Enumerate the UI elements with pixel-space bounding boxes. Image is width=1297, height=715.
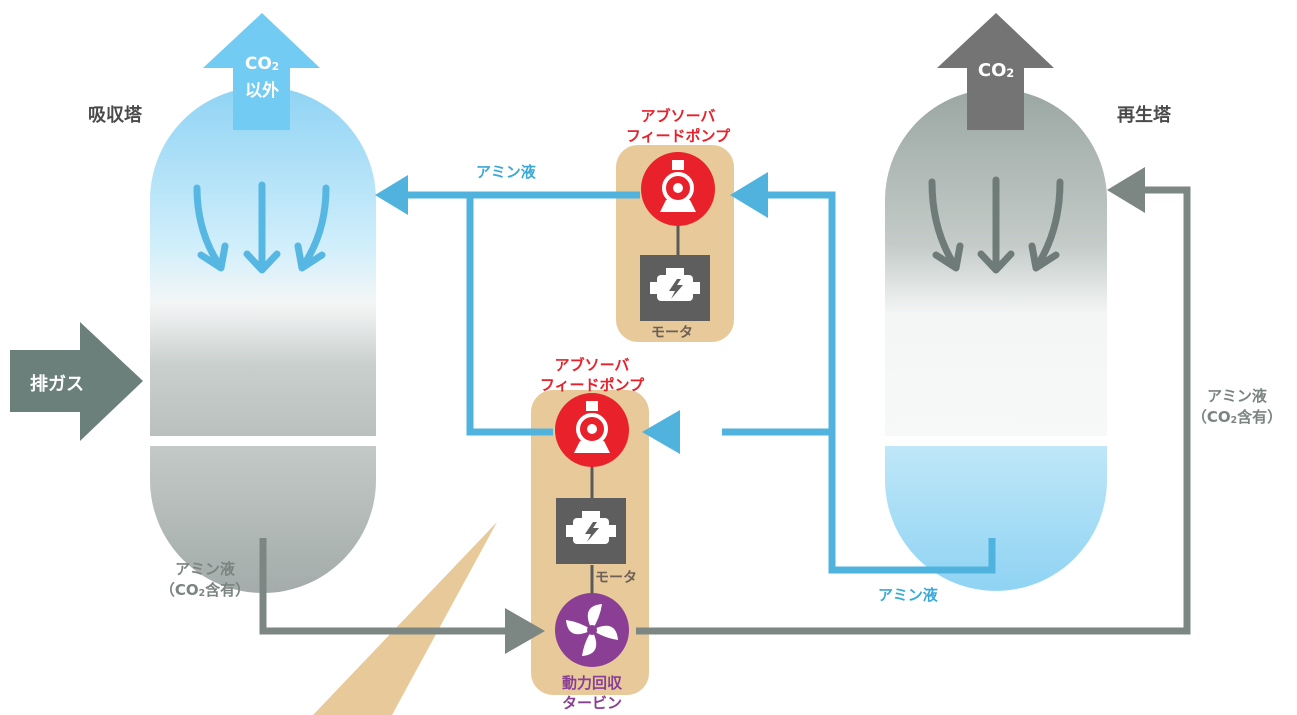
- absorber-tower-label: 吸収塔: [88, 105, 142, 126]
- lower-pump-icon: [555, 393, 629, 467]
- turbine-icon: [555, 593, 629, 667]
- upper-motor-icon: [640, 255, 710, 321]
- turbine-label: 動力回収 タービン: [522, 673, 662, 713]
- rich-left-sub: 2: [198, 587, 206, 599]
- amine-top-label: アミン液: [476, 163, 536, 181]
- lean-amine-arrowheads: [375, 172, 768, 454]
- rich-left-pre: （CO: [159, 581, 199, 599]
- upper-motor-label: モータ: [651, 325, 693, 341]
- lower-pump-label-1: アブソーバ: [554, 356, 630, 374]
- absorber-spray-arrows: [193, 181, 330, 274]
- rich-amine-right-label: アミン液 （CO2含有）: [1178, 386, 1296, 431]
- rich-right-line1: アミン液: [1207, 387, 1267, 405]
- absorber-outlet-other: 以外: [245, 81, 279, 102]
- rich-left-post: 含有）: [205, 581, 251, 599]
- rich-amine-arrowheads: [505, 167, 1145, 654]
- lower-pump-label: アブソーバ フィードポンプ: [512, 355, 672, 395]
- rich-left-line1: アミン液: [175, 560, 235, 578]
- upper-pump-label-1: アブソーバ: [640, 107, 716, 125]
- lower-motor-icon: [556, 498, 626, 564]
- rich-amine-left-label: アミン液 （CO2含有）: [140, 559, 270, 604]
- exhaust-gas-label: 排ガス: [30, 374, 84, 395]
- regenerator-tower-label: 再生塔: [1117, 105, 1171, 126]
- regenerator-tower: [885, 89, 1107, 591]
- rich-right-sub: 2: [1230, 414, 1238, 426]
- rich-right-pre: （CO: [1191, 408, 1231, 426]
- amine-bottom-label: アミン液: [878, 586, 938, 604]
- rich-right-post: 含有）: [1237, 408, 1283, 426]
- lower-motor-label: モータ: [595, 570, 637, 586]
- turbine-label-2: タービン: [561, 694, 622, 712]
- absorber-tower: [150, 87, 376, 593]
- upper-pump-icon: [641, 152, 715, 226]
- lean-amine-lines: [405, 191, 996, 574]
- regenerator-spray-arrows: [928, 176, 1064, 274]
- lower-pump-label-2: フィードポンプ: [539, 376, 645, 394]
- exhaust-inlet-arrow: [10, 322, 143, 441]
- regenerator-outlet-co: CO: [977, 60, 1007, 81]
- callout-beam: [313, 522, 497, 715]
- absorber-outlet-label: CO2 以外: [222, 52, 302, 103]
- absorber-outlet-arrow: [203, 13, 320, 130]
- rich-amine-lines: [259, 186, 1191, 635]
- regenerator-outlet-sub: 2: [1006, 67, 1015, 81]
- regenerator-outlet-arrow: [937, 13, 1054, 130]
- regenerator-outlet-label: CO2: [956, 60, 1036, 81]
- upper-pump-label-2: フィードポンプ: [625, 127, 731, 145]
- absorber-outlet-sub: 2: [271, 61, 280, 74]
- upper-pump-label: アブソーバ フィードポンプ: [598, 106, 758, 146]
- absorber-outlet-co: CO: [244, 54, 272, 74]
- turbine-label-1: 動力回収: [561, 674, 622, 692]
